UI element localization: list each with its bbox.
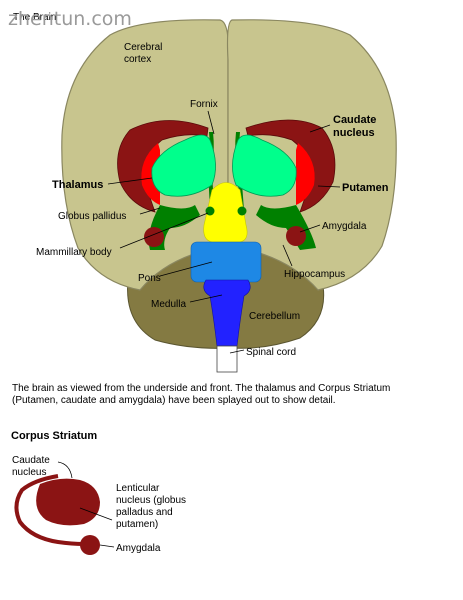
mammillary-body-left <box>205 206 215 216</box>
label-hippocampus: Hippocampus <box>284 269 345 280</box>
watermark-underlay: The Brain <box>13 12 56 23</box>
pons <box>190 241 262 283</box>
mammillary-body-right <box>237 206 247 216</box>
striatum-leader-amygdala <box>99 544 115 548</box>
striatum-label-amygdala: Amygdala <box>116 543 161 554</box>
label-pons: Pons <box>138 273 161 284</box>
leader-thalamus <box>107 177 153 185</box>
leader-medulla <box>189 294 223 303</box>
leader-caudate <box>309 124 331 133</box>
leader-pons <box>159 261 213 277</box>
striatum-label-caudate-1: Caudate <box>12 455 50 466</box>
spinal-cord <box>216 345 238 373</box>
striatum-caudate-head <box>36 478 100 526</box>
leader-mammillary-body <box>119 212 209 249</box>
label-spinal-cord: Spinal cord <box>246 347 296 358</box>
label-medulla: Medulla <box>151 299 186 310</box>
label-cerebral-cortex-2: cortex <box>124 54 151 65</box>
label-globus-pallidus: Globus pallidus <box>58 211 126 222</box>
striatum-label-lenticular-3: palladus and <box>116 507 173 518</box>
leader-hippocampus <box>282 244 293 267</box>
label-caudate-nucleus-2: nucleus <box>333 127 375 139</box>
leader-fornix <box>207 110 215 135</box>
leader-amygdala <box>299 224 321 233</box>
label-cerebral-cortex-1: Cerebral <box>124 42 162 53</box>
leader-spinal-cord <box>229 349 245 354</box>
left-caudate-nucleus <box>117 120 209 213</box>
leader-globus-pallidus <box>139 207 161 215</box>
leader-putamen <box>317 185 341 188</box>
right-putamen <box>296 143 315 205</box>
diagram-caption: The brain as viewed from the underside a… <box>12 383 391 406</box>
left-thalamus <box>151 134 216 197</box>
label-caudate-nucleus-1: Caudate <box>333 114 376 126</box>
striatum-label-lenticular-1: Lenticular <box>116 483 160 494</box>
right-thalamus <box>232 134 297 197</box>
striatum-label-caudate-2: nucleus <box>12 467 46 478</box>
left-amygdala <box>144 227 164 247</box>
right-amygdala <box>286 226 306 246</box>
striatum-leader-lenticular <box>79 507 113 521</box>
section-title-corpus-striatum: Corpus Striatum <box>11 430 98 442</box>
hypothalamus <box>203 182 248 243</box>
label-putamen: Putamen <box>342 182 389 194</box>
striatum-label-lenticular-4: putamen) <box>116 519 158 530</box>
label-fornix: Fornix <box>190 99 218 110</box>
label-amygdala: Amygdala <box>322 221 367 232</box>
striatum-amygdala <box>80 535 100 555</box>
striatum-leader-caudate <box>57 461 73 479</box>
label-cerebellum: Cerebellum <box>249 311 300 322</box>
striatum-caudate-tail <box>14 474 85 546</box>
left-putamen <box>141 143 160 205</box>
watermark: zhentun.com <box>8 8 132 30</box>
striatum-label-lenticular-2: nucleus (globus <box>116 495 186 506</box>
label-mammillary-body: Mammillary body <box>36 247 112 258</box>
label-thalamus: Thalamus <box>52 179 103 191</box>
